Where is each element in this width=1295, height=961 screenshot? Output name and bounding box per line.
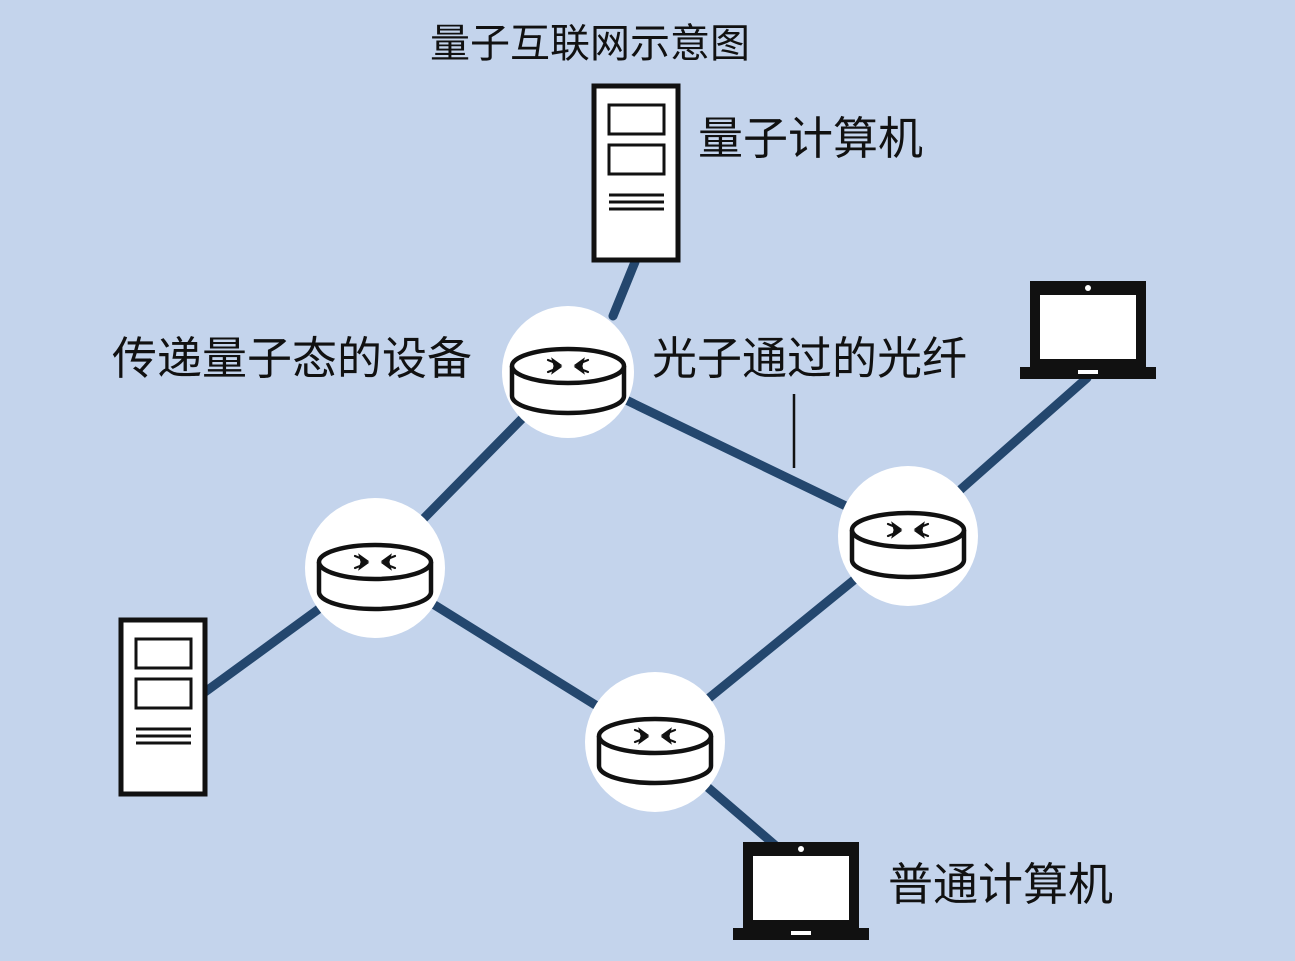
router-icon [852, 513, 964, 577]
laptop-icon [1020, 281, 1156, 379]
router-icon [599, 719, 711, 783]
fiber-qc-node1 [608, 257, 640, 321]
quantum-computer-label: 量子计算机 [698, 112, 924, 165]
diagram-title: 量子互联网示意图 [430, 21, 750, 67]
classical-computer-label: 普通计算机 [888, 858, 1114, 911]
laptop-icon [733, 842, 869, 940]
router-icon [512, 349, 624, 413]
photon-fiber-label: 光子通过的光纤 [652, 332, 968, 385]
server-icon [594, 86, 678, 260]
quantum-state-device-label: 传递量子态的设备 [112, 332, 473, 385]
router-icon [319, 545, 431, 609]
server-icon [121, 620, 205, 794]
